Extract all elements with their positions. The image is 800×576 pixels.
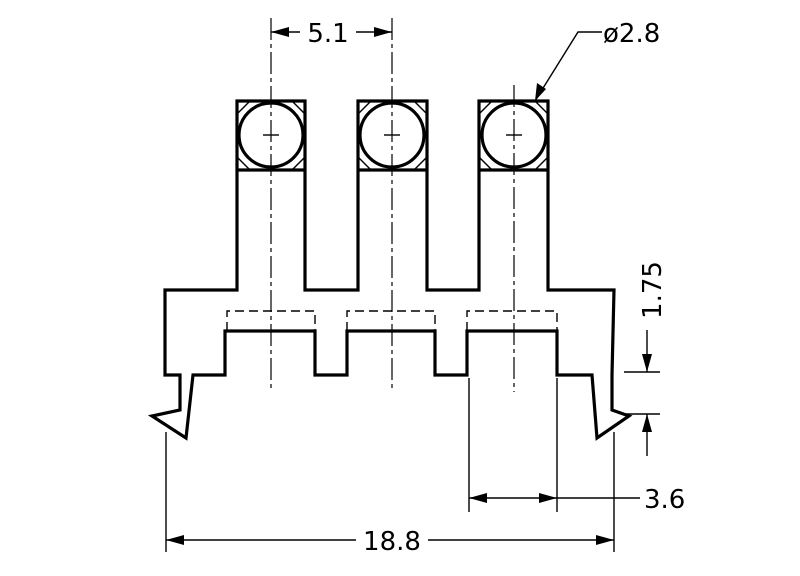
corner-marks [236,100,549,171]
step-height-dimension: 1.75 [624,261,668,456]
overall-width-label: 18.8 [363,527,421,557]
inner-width-dimension: 3.6 [468,378,685,515]
part-outline [147,99,633,441]
hidden-recesses [226,310,558,331]
inner-width-label: 3.6 [644,485,685,515]
hole-diameter-dimension: ø2.8 [534,19,660,102]
pitch-dimension: 5.1 [271,19,392,49]
step-height-label: 1.75 [638,261,668,319]
hole-diameter-label: ø2.8 [603,19,660,49]
overall-width-dimension: 18.8 [165,432,615,557]
pitch-label: 5.1 [307,19,348,49]
